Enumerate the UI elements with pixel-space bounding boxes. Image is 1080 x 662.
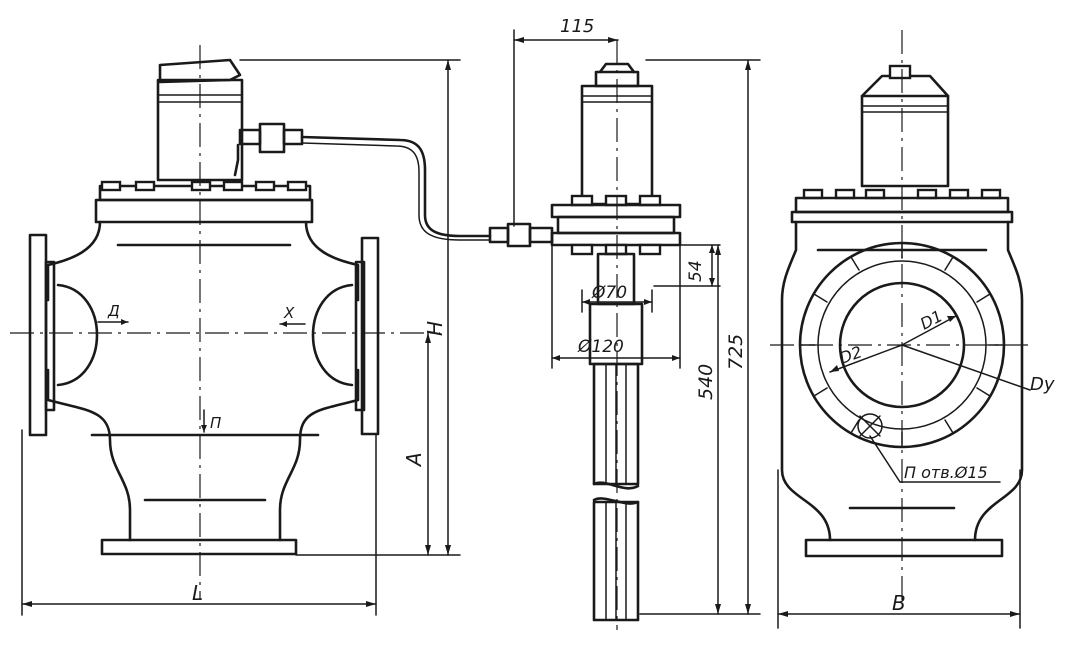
label-flow-x: Х xyxy=(283,304,295,322)
side-dimensions xyxy=(777,469,1021,629)
middle-view xyxy=(550,40,682,630)
label-725: 725 xyxy=(725,334,747,370)
label-B: В xyxy=(892,591,906,615)
front-dimensions xyxy=(21,59,461,616)
label-flow-n: П xyxy=(210,414,221,432)
front-view xyxy=(10,45,440,600)
middle-dimensions xyxy=(513,29,761,615)
label-54: 54 xyxy=(686,260,706,282)
label-phi70: Ø70 xyxy=(591,283,627,303)
side-view xyxy=(770,30,1031,600)
label-A: A xyxy=(402,452,426,468)
label-115: 115 xyxy=(560,16,594,37)
label-D1: D1 xyxy=(917,306,946,333)
label-540: 540 xyxy=(695,364,717,400)
label-phi120: Ø120 xyxy=(577,337,624,357)
label-H: H xyxy=(423,321,447,336)
label-holes: П отв.Ø15 xyxy=(904,463,988,482)
label-L: L xyxy=(192,581,203,605)
label-Dy: Dy xyxy=(1030,374,1055,395)
label-flow-d: Д xyxy=(107,302,120,320)
impulse-tube xyxy=(300,135,554,248)
